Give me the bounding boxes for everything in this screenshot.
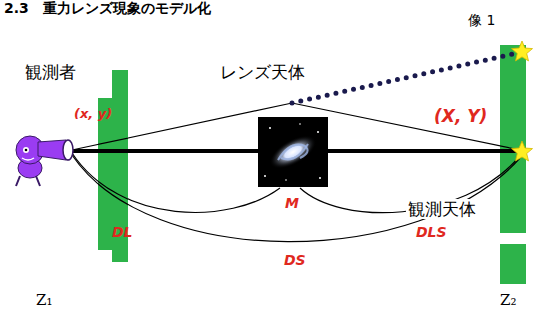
- mass-label: M: [285, 195, 299, 212]
- apparent-path: [292, 52, 522, 103]
- star-symbol: [512, 41, 533, 61]
- distance-arc: [72, 153, 280, 212]
- observer-label: 観測者: [25, 62, 76, 82]
- star-symbol: [512, 141, 533, 161]
- sight-line: [72, 149, 520, 153]
- plane-band: [500, 244, 526, 284]
- plane-band: [500, 45, 526, 233]
- distance-arc: [72, 155, 520, 242]
- distance-arc: [72, 153, 280, 212]
- plane-label: Z₂: [500, 291, 516, 309]
- distance-label: DL: [112, 224, 133, 241]
- observer-icon: [16, 136, 73, 186]
- plane-label: Z₁: [36, 291, 52, 309]
- section-title: 2.3 重力レンズ現象のモデル化: [4, 0, 211, 17]
- lens-galaxy: [258, 117, 328, 187]
- coordinate-label: (x, y): [74, 106, 112, 122]
- plane-shape: [500, 45, 526, 284]
- distance-arc: [72, 155, 520, 242]
- distance-label: DS: [284, 252, 306, 269]
- sight-line: [72, 149, 520, 153]
- distance-label: DLS: [416, 224, 447, 241]
- source-label: 観測天体: [406, 199, 478, 219]
- image-label: 像 1: [468, 12, 495, 29]
- light-path: [72, 103, 520, 150]
- apparent-path: [292, 52, 522, 103]
- apparent-path: [292, 52, 522, 103]
- image-plane: Z₂: [500, 45, 526, 284]
- light-path: [72, 103, 520, 150]
- lens-label: レンズ天体: [220, 62, 305, 82]
- coordinate-label: (X, Y): [434, 106, 487, 126]
